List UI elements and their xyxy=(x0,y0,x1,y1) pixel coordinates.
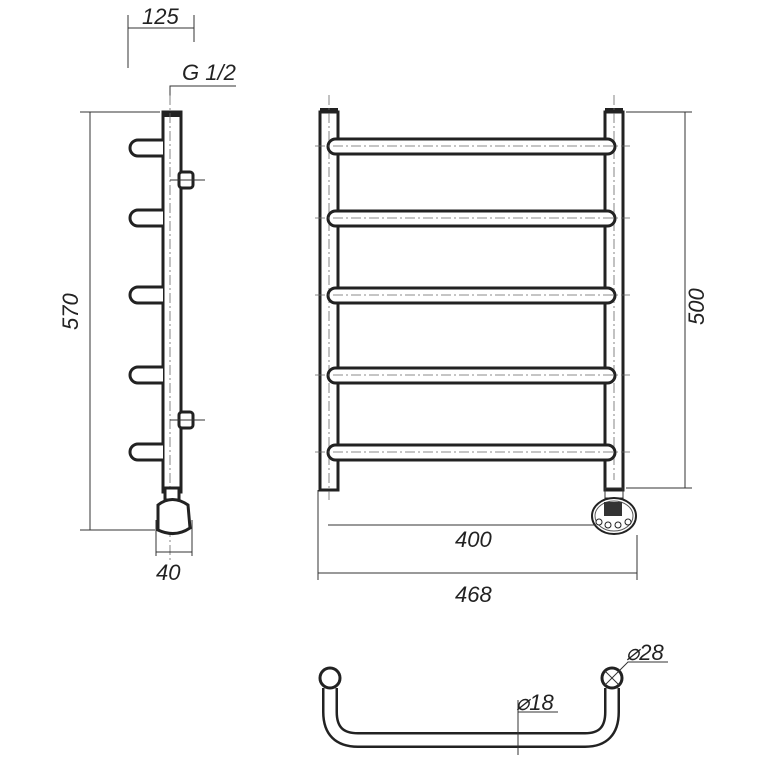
rail xyxy=(326,443,617,462)
thread-label: G 1/2 xyxy=(182,60,236,85)
top-view: ⌀28 ⌀18 xyxy=(318,640,668,755)
side-post xyxy=(161,110,183,494)
rail xyxy=(326,366,617,385)
rails xyxy=(315,137,630,462)
side-rail-stubs xyxy=(128,138,163,462)
display-icon xyxy=(604,502,622,516)
front-view: 500 400 468 xyxy=(315,95,709,607)
depth-label: 125 xyxy=(142,4,179,29)
left-post-section xyxy=(318,666,342,690)
rail xyxy=(326,209,617,228)
rail xyxy=(326,137,617,156)
axis-height-label: 500 xyxy=(684,288,709,325)
rail xyxy=(326,286,617,305)
element-width-label: 40 xyxy=(156,560,181,585)
rail-diameter-label: ⌀18 xyxy=(516,690,554,715)
post-diameter-label: ⌀28 xyxy=(626,640,664,665)
thread-leader xyxy=(169,85,236,96)
axis-width-label: 400 xyxy=(455,527,492,552)
total-height-label: 570 xyxy=(58,293,83,330)
side-view: 125 G 1/2 40 570 xyxy=(58,4,236,585)
heating-element-side xyxy=(156,486,192,535)
thermostat-control xyxy=(591,487,637,535)
total-width-label: 468 xyxy=(455,582,492,607)
wall-brackets xyxy=(170,170,205,430)
